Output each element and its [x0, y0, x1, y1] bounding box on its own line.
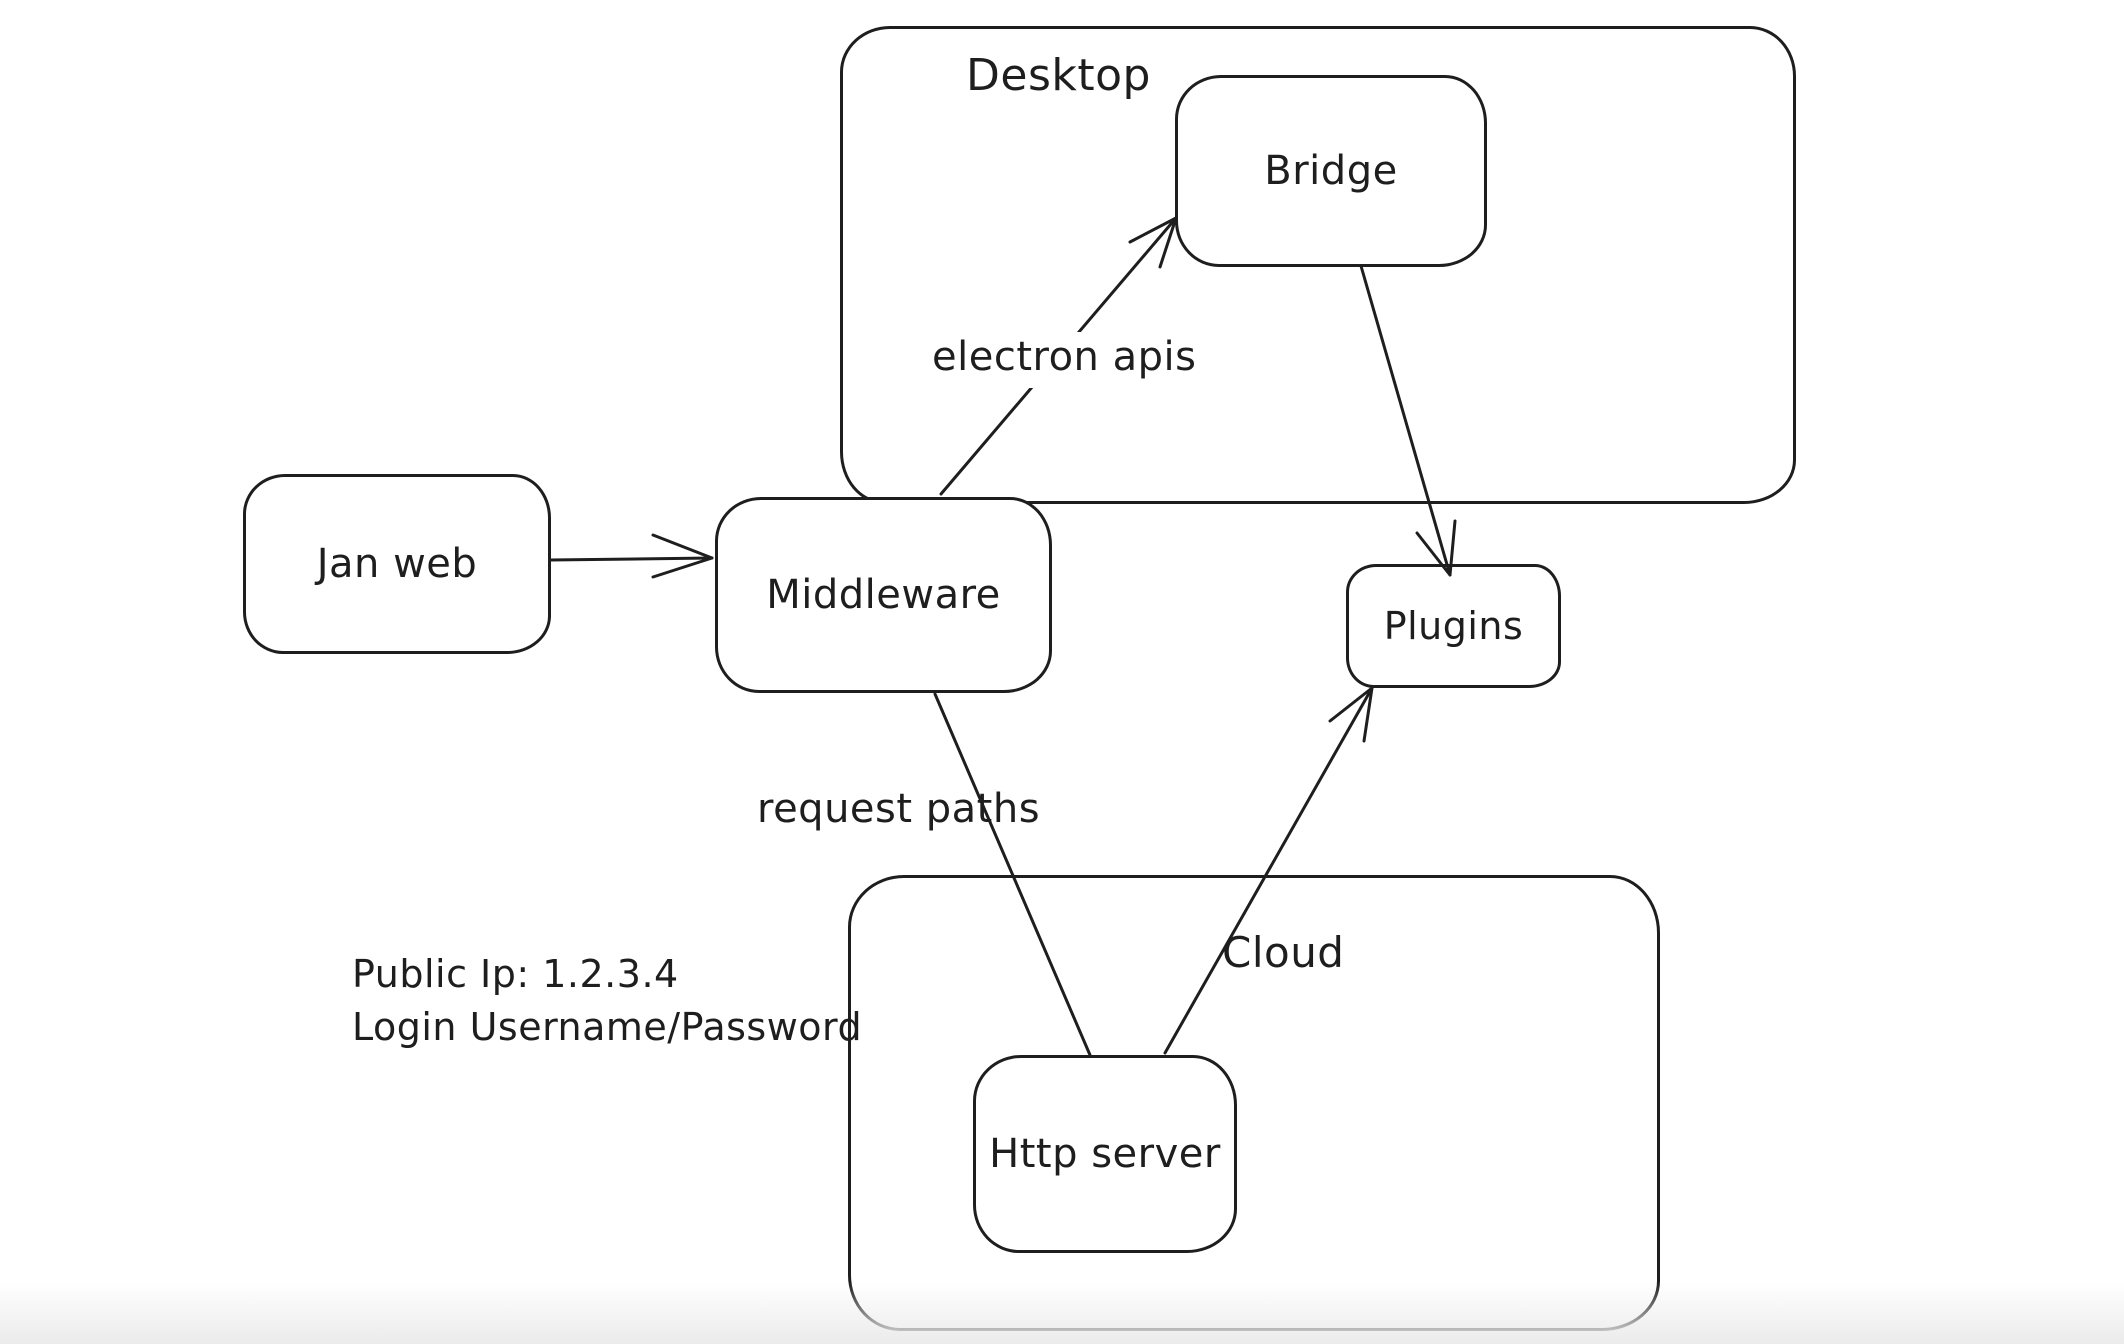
node-middleware-label: Middleware [766, 572, 1001, 618]
node-bridge: Bridge [1175, 75, 1487, 267]
container-cloud-label: Cloud [1222, 928, 1345, 977]
container-desktop-label: Desktop [966, 50, 1151, 101]
edge-http-server-to-plugins-arrowhead [1328, 686, 1374, 743]
annotation-public-ip: Public Ip: 1.2.3.4 [352, 952, 679, 996]
node-http-server-label: Http server [989, 1131, 1221, 1177]
node-bridge-label: Bridge [1264, 148, 1398, 194]
node-plugins-label: Plugins [1383, 604, 1524, 648]
edge-jan-web-to-middleware-arrowhead [651, 533, 714, 579]
node-middleware: Middleware [715, 497, 1052, 693]
node-http-server: Http server [973, 1055, 1237, 1253]
node-jan-web-label: Jan web [316, 541, 478, 587]
edge-label-request-paths: request paths [757, 786, 1041, 832]
annotation-credentials: Public Ip: 1.2.3.4 Login Username/Passwo… [352, 948, 862, 1054]
node-plugins: Plugins [1346, 564, 1561, 688]
container-desktop [840, 26, 1796, 504]
node-jan-web: Jan web [243, 474, 551, 654]
annotation-login: Login Username/Password [352, 1005, 863, 1049]
edge-label-electron-apis: electron apis [926, 332, 1196, 388]
edge-jan-web-to-middleware [548, 556, 714, 562]
